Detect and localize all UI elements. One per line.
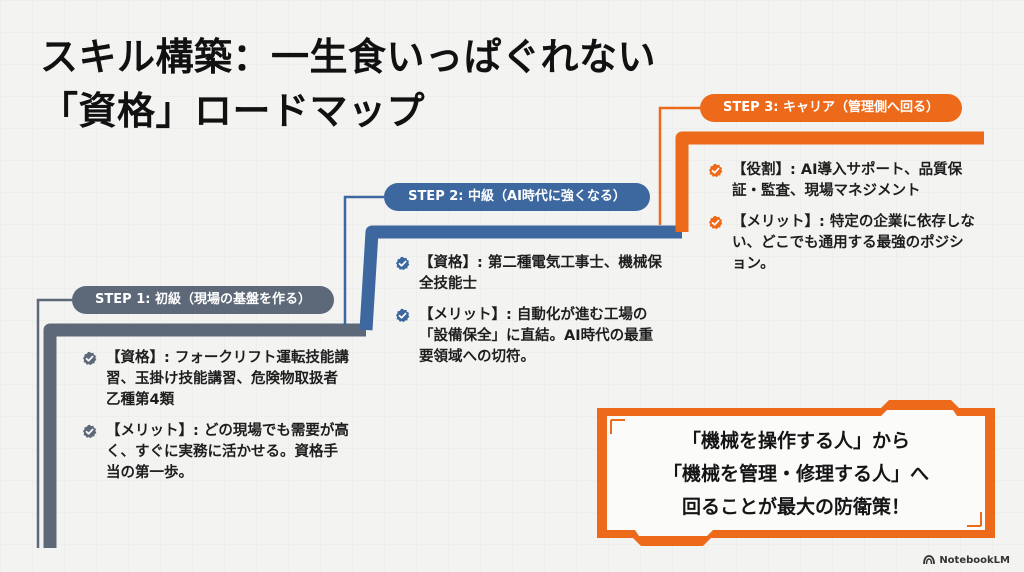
callout-line-2: 「機械を管理・修理する人」へ [662, 463, 929, 485]
list-item: 【資格】: フォークリフト運転技能講習、玉掛け技能講習、危険物取扱者 乙種第4類 [82, 348, 352, 411]
title-line-2: 「資格」ロードマップ [40, 89, 426, 133]
callout-box: 「機械を操作する人」から 「機械を管理・修理する人」へ 回ることが最大の防衛策！ [591, 398, 1001, 548]
check-badge-icon [82, 424, 97, 439]
bullet-text: 【資格】: 第二種電気工事士、機械保全技能士 [419, 255, 662, 292]
callout-frame [597, 400, 995, 546]
step-1-band [43, 323, 366, 548]
check-badge-icon [395, 308, 410, 323]
list-item: 【資格】: 第二種電気工事士、機械保全技能士 [395, 253, 665, 295]
title-line-1: スキル構築：一生食いっぱぐれない [40, 35, 657, 79]
step-2-band [359, 225, 682, 331]
step-3-band [675, 131, 984, 232]
check-badge-icon [82, 351, 97, 366]
check-badge-icon [395, 256, 410, 271]
step-2-bullets: 【資格】: 第二種電気工事士、機械保全技能士 【メリット】: 自動化が進む工場の… [395, 253, 665, 378]
step-3-label: STEP 3: キャリア（管理側へ回る） [700, 94, 962, 122]
step-1-guide-line [36, 298, 72, 548]
step-3-bullets: 【役割】: AI導入サポート、品質保証・監査、現場マネジメント 【メリット】: … [708, 160, 978, 285]
brand-name: NotebookLM [939, 554, 1010, 566]
callout-line-1: 「機械を操作する人」から [681, 430, 910, 452]
callout-line-3: 回ることが最大の防衛策！ [681, 496, 910, 518]
check-badge-icon [708, 215, 723, 230]
callout-text: 「機械を操作する人」から 「機械を管理・修理する人」へ 回ることが最大の防衛策！ [591, 425, 1001, 524]
bullet-text: 【資格】: フォークリフト運転技能講習、玉掛け技能講習、危険物取扱者 乙種第4類 [106, 350, 349, 408]
page-title: スキル構築：一生食いっぱぐれない 「資格」ロードマップ [40, 30, 656, 138]
bullet-text: 【役割】: AI導入サポート、品質保証・監査、現場マネジメント [732, 162, 963, 199]
list-item: 【メリット】: どの現場でも需要が高く、すぐに実務に活かせる。資格手当の第一歩。 [82, 421, 352, 484]
bullet-text: 【メリット】: 自動化が進む工場の「設備保全」に直結。AI時代の最重要領域への切… [419, 307, 654, 365]
bullet-text: 【メリット】: 特定の企業に依存しない、どこでも通用する最強のポジション。 [732, 214, 975, 272]
check-badge-icon [708, 163, 723, 178]
list-item: 【役割】: AI導入サポート、品質保証・監査、現場マネジメント [708, 160, 978, 202]
bullet-text: 【メリット】: どの現場でも需要が高く、すぐに実務に活かせる。資格手当の第一歩。 [106, 423, 349, 481]
step-2-label: STEP 2: 中級（AI時代に強くなる） [384, 183, 650, 211]
step-1-bullets: 【資格】: フォークリフト運転技能講習、玉掛け技能講習、危険物取扱者 乙種第4類… [82, 348, 352, 494]
step-2-guide-line [343, 195, 384, 325]
branding: NotebookLM [923, 554, 1010, 566]
notebooklm-logo-icon [923, 555, 936, 565]
list-item: 【メリット】: 特定の企業に依存しない、どこでも通用する最強のポジション。 [708, 212, 978, 275]
list-item: 【メリット】: 自動化が進む工場の「設備保全」に直結。AI時代の最重要領域への切… [395, 305, 665, 368]
step-3-guide-line [658, 106, 700, 225]
step-1-label: STEP 1: 初級（現場の基盤を作る） [72, 286, 334, 314]
